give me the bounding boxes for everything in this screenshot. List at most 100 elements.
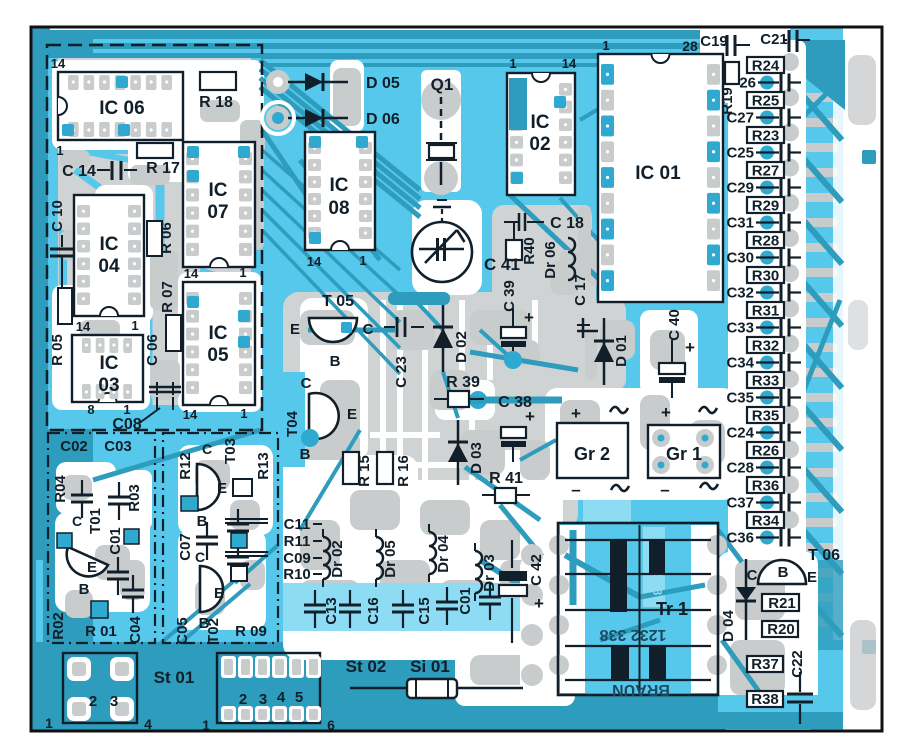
svg-text:5: 5 <box>295 689 303 706</box>
svg-text:D 05: D 05 <box>366 75 400 92</box>
svg-text:R24: R24 <box>752 58 780 75</box>
svg-text:IC 01: IC 01 <box>635 163 681 184</box>
svg-text:C 06: C 06 <box>144 334 161 366</box>
svg-text:IC: IC <box>531 112 550 133</box>
svg-text:R19: R19 <box>719 87 736 115</box>
svg-text:BRAUN: BRAUN <box>612 681 670 698</box>
svg-text:Gr 1: Gr 1 <box>666 444 702 464</box>
svg-text:2: 2 <box>239 691 247 708</box>
svg-text:C: C <box>747 567 758 584</box>
svg-text:R 16: R 16 <box>395 455 412 487</box>
svg-text:C25: C25 <box>726 145 754 162</box>
svg-text:IC: IC <box>100 234 119 255</box>
svg-text:C13: C13 <box>323 597 340 625</box>
svg-text:R 39: R 39 <box>446 374 480 391</box>
svg-text:R 09: R 09 <box>235 623 267 640</box>
svg-text:C27: C27 <box>726 110 754 127</box>
svg-text:3: 3 <box>110 693 118 710</box>
svg-text:C21: C21 <box>760 31 788 48</box>
svg-text:07: 07 <box>207 202 228 223</box>
svg-text:C36: C36 <box>726 530 754 547</box>
svg-text:B: B <box>778 564 789 581</box>
svg-text:R33: R33 <box>752 373 780 390</box>
svg-text:C03: C03 <box>104 438 132 455</box>
svg-text:R37: R37 <box>751 656 779 673</box>
svg-text:C30: C30 <box>726 250 754 267</box>
svg-text:D 03: D 03 <box>468 442 485 474</box>
svg-text:+: + <box>524 308 534 327</box>
svg-text:R32: R32 <box>752 338 780 355</box>
svg-text:C29: C29 <box>726 180 754 197</box>
svg-text:B: B <box>199 615 210 632</box>
svg-text:+: + <box>685 338 695 357</box>
svg-text:14: 14 <box>562 56 577 71</box>
svg-text:Dr 02: Dr 02 <box>329 540 346 578</box>
svg-text:T01: T01 <box>87 508 104 534</box>
svg-text:1: 1 <box>239 265 246 280</box>
svg-text:C: C <box>195 549 205 565</box>
svg-text:C: C <box>363 321 374 338</box>
svg-text:St 02: St 02 <box>346 657 387 676</box>
svg-text:Tr 1: Tr 1 <box>656 599 688 619</box>
svg-text:Dr 03: Dr 03 <box>481 554 498 592</box>
svg-text:2: 2 <box>89 693 97 710</box>
svg-text:C02: C02 <box>60 438 88 455</box>
svg-text:R 06: R 06 <box>158 222 175 254</box>
svg-text:C19: C19 <box>700 33 728 50</box>
svg-text:4: 4 <box>144 716 152 732</box>
svg-text:R10: R10 <box>283 566 311 583</box>
svg-text:R11: R11 <box>284 533 311 550</box>
svg-text:R 41: R 41 <box>489 470 523 487</box>
svg-text:C16: C16 <box>365 597 382 625</box>
svg-text:08: 08 <box>328 198 349 219</box>
svg-text:C15: C15 <box>416 597 433 625</box>
svg-text:14: 14 <box>76 319 91 334</box>
svg-text:R 17: R 17 <box>146 160 180 177</box>
svg-text:C01: C01 <box>457 587 474 615</box>
svg-text:R12: R12 <box>177 452 194 480</box>
svg-text:C 14: C 14 <box>62 163 96 180</box>
svg-text:R28: R28 <box>752 233 780 250</box>
svg-text:E: E <box>290 321 300 338</box>
svg-text:14: 14 <box>307 254 322 269</box>
svg-text:02: 02 <box>529 134 550 155</box>
svg-text:1: 1 <box>123 402 130 417</box>
svg-text:R20: R20 <box>767 621 795 638</box>
svg-text:C04: C04 <box>127 616 144 644</box>
svg-text:E: E <box>214 585 224 602</box>
svg-text:1: 1 <box>202 717 210 733</box>
svg-text:R25: R25 <box>752 93 780 110</box>
svg-text:R 01: R 01 <box>85 623 117 640</box>
svg-text:1: 1 <box>602 38 609 53</box>
svg-text:E: E <box>347 406 357 423</box>
svg-text:T 06: T 06 <box>808 547 840 564</box>
svg-text:IC: IC <box>209 180 228 201</box>
svg-text:E: E <box>807 569 817 586</box>
svg-text:C 38: C 38 <box>498 394 532 411</box>
svg-text:C37: C37 <box>726 495 754 512</box>
svg-text:R 18: R 18 <box>199 94 233 111</box>
svg-text:D 04: D 04 <box>720 610 737 642</box>
svg-text:C 42: C 42 <box>528 554 545 586</box>
svg-text:C32: C32 <box>726 285 754 302</box>
svg-text:R30: R30 <box>752 268 780 285</box>
svg-text:1: 1 <box>56 143 63 158</box>
svg-text:C 10: C 10 <box>49 200 66 232</box>
svg-text:14: 14 <box>184 266 199 281</box>
svg-text:C22: C22 <box>789 650 806 678</box>
svg-text:C: C <box>202 441 212 457</box>
svg-text:C 41: C 41 <box>484 255 520 274</box>
svg-text:T04: T04 <box>284 410 301 437</box>
svg-text:R 07: R 07 <box>159 281 176 313</box>
svg-text:C34: C34 <box>726 355 754 372</box>
svg-text:R26: R26 <box>752 443 780 460</box>
svg-text:R 05: R 05 <box>49 334 66 366</box>
svg-text:St 01: St 01 <box>154 668 195 687</box>
svg-text:R31: R31 <box>752 303 780 320</box>
svg-text:14: 14 <box>51 56 66 71</box>
svg-text:IC: IC <box>100 353 119 374</box>
svg-text:D 06: D 06 <box>366 111 400 128</box>
svg-text:C: C <box>301 375 312 392</box>
svg-text:T02: T02 <box>205 618 222 644</box>
svg-text:B: B <box>330 353 341 370</box>
